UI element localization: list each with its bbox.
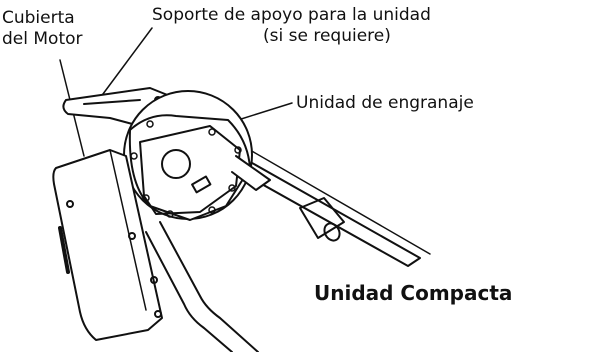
gear-slot — [191, 175, 212, 194]
support-label: Soporte de apoyo para la unidad (si se r… — [152, 5, 431, 47]
support-label-line1: Soporte de apoyo para la unidad — [152, 5, 431, 25]
lower-rail-inner — [145, 231, 233, 352]
motor-cover-label-line2: del Motor — [2, 29, 83, 49]
support-label-line2: (si se requiere) — [263, 26, 391, 46]
leader-line-gear-unit — [237, 102, 293, 121]
gear-unit-housing — [123, 90, 271, 221]
motor-cover-label: Cubierta del Motor — [2, 8, 83, 50]
diagram-title: Unidad Compacta — [314, 281, 513, 305]
gear-unit-label: Unidad de engranaje — [296, 93, 474, 113]
gear-shaft-hole — [161, 149, 191, 179]
upper-rail — [225, 154, 421, 267]
rail-cylinder — [299, 197, 345, 242]
rail-tubes — [145, 149, 431, 352]
motor-cover — [52, 149, 163, 341]
motor-cover-label-line1: Cubierta — [2, 8, 75, 28]
leader-line-support — [99, 27, 153, 99]
lower-rail-outer — [159, 221, 259, 352]
